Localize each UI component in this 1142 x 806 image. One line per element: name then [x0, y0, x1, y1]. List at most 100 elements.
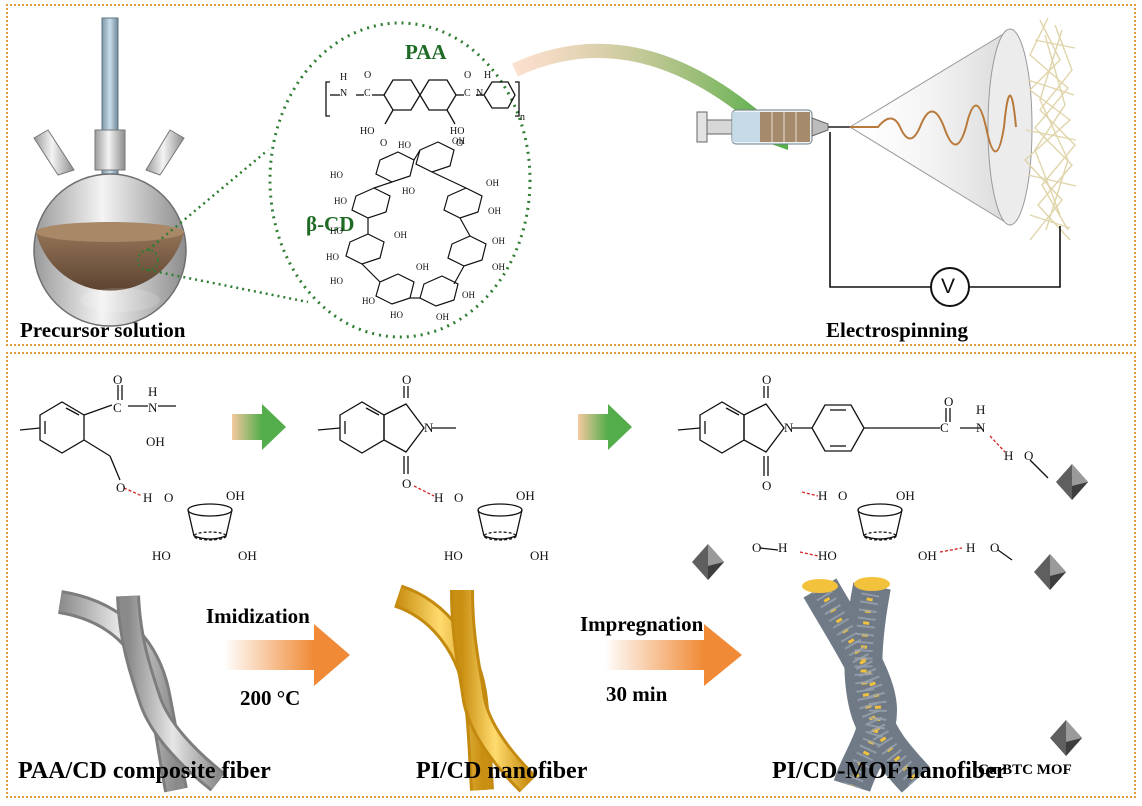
- mof-coated-fiber: [802, 577, 931, 793]
- paa-atom: O: [380, 138, 388, 149]
- impregnation-arrow: [604, 624, 742, 686]
- mol3-atom: H: [976, 402, 986, 417]
- fiber3-label: PI/CD-MOF nanofiber: [772, 758, 1007, 784]
- cd-atom: OH: [492, 262, 505, 272]
- yellow-fiber: [393, 584, 537, 793]
- mol3-atom: O: [944, 394, 954, 409]
- mol1-atom: H: [148, 384, 158, 399]
- paa-atom: H: [340, 72, 348, 83]
- paa-atom: O: [464, 70, 472, 81]
- paa-structure: [325, 79, 520, 125]
- top-panel: [6, 4, 1136, 346]
- mol3-atom: H: [778, 540, 788, 555]
- mof-legend-octahedron: [1050, 720, 1082, 756]
- cd-atom: HO: [326, 252, 339, 262]
- cd-atom: HO: [330, 226, 343, 236]
- cd-atom: OH: [492, 236, 505, 246]
- imidization-label: Imidization: [206, 604, 310, 628]
- mof-octahedron-3: [1034, 554, 1066, 590]
- mol3-atom: OH: [918, 548, 937, 563]
- cd-cup-1: [187, 503, 233, 541]
- mol2-atom: OH: [530, 548, 549, 563]
- mol1-atom: H: [143, 490, 153, 505]
- molecule-pi-unit: [317, 386, 456, 497]
- mol2-atom: N: [424, 420, 434, 435]
- bottom-panel: [6, 352, 1136, 798]
- voltage-symbol: V: [941, 275, 956, 298]
- paa-subscript-n: n: [520, 112, 525, 123]
- voltage-circuit: [829, 132, 1061, 307]
- mol2-atom: O: [402, 476, 412, 491]
- gray-fiber: [57, 590, 226, 793]
- mol3-atom: O: [752, 540, 762, 555]
- mol3-atom: O: [838, 488, 848, 503]
- mol1-atom: OH: [226, 488, 245, 503]
- beta-cd-structure: [345, 141, 487, 307]
- green-arrow-1: [232, 404, 286, 450]
- mol1-atom: O: [164, 490, 174, 505]
- cd-atom: HO: [362, 296, 375, 306]
- paa-atom: N: [476, 88, 484, 99]
- cd-atom: HO: [330, 276, 343, 286]
- fiber-mat-collector: [1024, 17, 1077, 241]
- flask-illustration: [33, 17, 187, 327]
- mof-octahedron-2: [692, 544, 724, 580]
- mol3-atom: H: [1004, 448, 1014, 463]
- molecule-paa-unit: [19, 385, 176, 497]
- mol3-atom: C: [940, 420, 949, 435]
- cd-cup-2: [477, 503, 523, 541]
- mol3-atom: HO: [818, 548, 837, 563]
- mof-legend-label: Cu-BTC MOF: [978, 762, 1072, 778]
- impregnation-time: 30 min: [606, 682, 668, 706]
- molecule-pi-mof-unit: [677, 386, 1049, 561]
- curved-arrow: [512, 43, 775, 136]
- mol2-atom: O: [454, 490, 464, 505]
- zoom-ellipse: [268, 21, 532, 339]
- paa-atom: O: [456, 138, 464, 149]
- paa-atom: H: [484, 70, 492, 81]
- mol2-atom: OH: [516, 488, 535, 503]
- mol3-atom: O: [762, 372, 772, 387]
- mol2-atom: HO: [444, 548, 463, 563]
- cd-atom: OH: [436, 312, 449, 322]
- mol1-atom: O: [116, 480, 126, 495]
- cd-cup-3: [857, 503, 903, 541]
- paa-atom: C: [364, 88, 371, 99]
- mol1-atom: HO: [152, 548, 171, 563]
- paa-atom: O: [364, 70, 372, 81]
- precursor-solution-label: Precursor solution: [20, 318, 186, 342]
- mol3-atom: O: [762, 478, 772, 493]
- electrospinning-label: Electrospinning: [826, 318, 968, 342]
- cd-atom: HO: [390, 310, 403, 320]
- cd-atom: HO: [398, 140, 411, 150]
- green-arrow-2: [578, 404, 632, 450]
- mol1-atom: O: [113, 372, 123, 387]
- paa-atom: HO: [360, 126, 375, 137]
- mol1-atom: OH: [146, 434, 165, 449]
- mol2-atom: H: [434, 490, 444, 505]
- mol2-atom: O: [402, 372, 412, 387]
- cd-atom: OH: [452, 136, 465, 146]
- mol3-atom: H: [818, 488, 828, 503]
- beta-cd-label: β-CD: [306, 212, 355, 236]
- mol3-atom: N: [976, 420, 986, 435]
- cd-atom: OH: [488, 206, 501, 216]
- syringe-illustration: [696, 109, 850, 145]
- cd-atom: OH: [394, 230, 407, 240]
- mol3-atom: O: [990, 540, 1000, 555]
- zoom-lines: [147, 149, 309, 304]
- fiber1-label: PAA/CD composite fiber: [18, 758, 271, 784]
- paa-atom: HO: [450, 126, 465, 137]
- impregnation-label: Impregnation: [580, 612, 704, 636]
- imidization-arrow: [224, 624, 350, 686]
- cd-atom: HO: [330, 170, 343, 180]
- mol3-atom: H: [966, 540, 976, 555]
- mol1-atom: OH: [238, 548, 257, 563]
- mol3-atom: OH: [896, 488, 915, 503]
- cd-atom: HO: [402, 186, 415, 196]
- cd-atom: OH: [486, 178, 499, 188]
- cd-atom: HO: [334, 196, 347, 206]
- mol3-atom: N: [784, 420, 794, 435]
- paa-atom: N: [340, 88, 348, 99]
